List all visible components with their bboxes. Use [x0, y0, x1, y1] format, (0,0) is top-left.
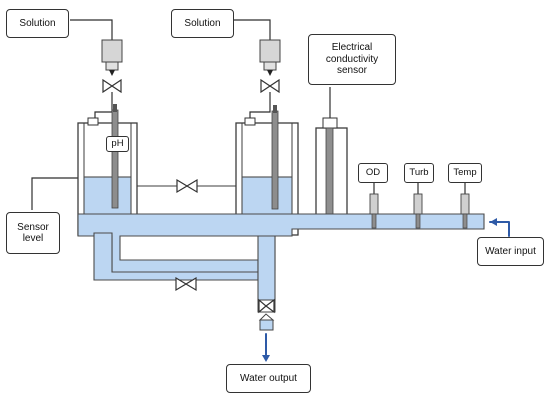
solution-right-feed-line: [223, 19, 271, 40]
temp-probe-housing: [460, 193, 470, 215]
left-vessel-probe-body: [111, 109, 119, 209]
solution-left-feed-line: [70, 19, 113, 40]
temp-box: Temp: [448, 163, 482, 183]
solution-left-box: Solution: [6, 9, 69, 38]
od-probe-housing: [369, 193, 379, 215]
lower-valve: [175, 276, 197, 292]
water-output-box: Water output: [226, 364, 311, 393]
left-vessel-rim: [87, 117, 99, 126]
ec-sensor-rod: [325, 127, 334, 223]
right-vessel-rim: [244, 117, 256, 126]
main-horizontal-pipe: [77, 213, 485, 273]
right-dosing-pump-cap: [263, 61, 277, 71]
ph-box: pH: [106, 136, 129, 152]
right-dosing-pump-body: [259, 39, 281, 63]
turb-probe-tip: [415, 213, 421, 229]
right-dosing-valve: [260, 78, 280, 94]
outlet-cap: [259, 319, 274, 331]
sensor-level-box: Sensor level: [6, 212, 60, 254]
ec-sensor-cap: [322, 117, 338, 129]
left-dosing-pump-cap: [105, 61, 119, 71]
left-dosing-pump-nozzle: [109, 70, 115, 76]
solution-right-box: Solution: [171, 9, 234, 38]
middle-valve: [176, 178, 198, 194]
left-dosing-valve: [102, 78, 122, 94]
outlet-cap-top: [258, 313, 275, 321]
outlet-valve-symbol: [258, 298, 275, 314]
left-dosing-pump-body: [101, 39, 123, 63]
temp-probe-tip: [462, 213, 468, 229]
od-box: OD: [358, 163, 388, 183]
water-input-arrowhead: [490, 218, 497, 226]
water-output-arrowhead: [262, 355, 270, 362]
od-probe-tip: [371, 213, 377, 229]
sensor-level-line: [31, 177, 78, 210]
right-vessel-probe-top: [273, 105, 277, 113]
vertical-drop-pipe: [257, 235, 276, 301]
right-dosing-pump-nozzle: [267, 70, 273, 76]
right-vessel-probe-body: [271, 110, 279, 210]
ec-sensor-box: Electrical conductivity sensor: [308, 34, 396, 85]
left-vessel-probe-top: [113, 104, 117, 112]
turb-probe-housing: [413, 193, 423, 215]
water-input-box: Water input: [477, 237, 544, 266]
water-input-arrow: [489, 221, 510, 237]
turb-box: Turb: [404, 163, 434, 183]
